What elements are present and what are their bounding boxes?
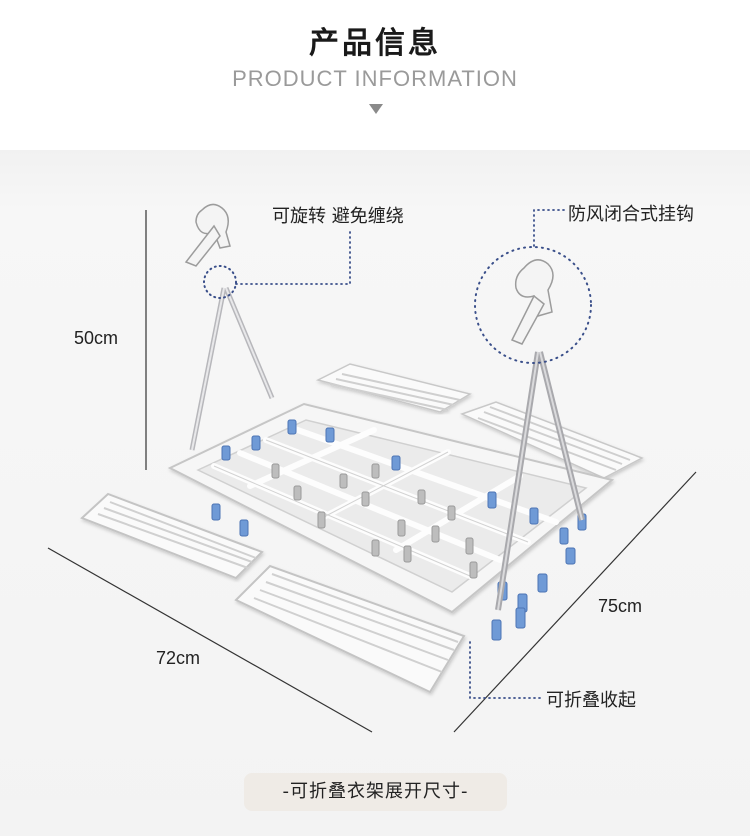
wing-front-right: [234, 564, 466, 694]
right-stand: [474, 246, 592, 611]
clips: [211, 419, 587, 641]
windproof-hook-highlight: [474, 246, 592, 364]
wing-front-left: [80, 492, 264, 580]
main-frame: [167, 402, 615, 614]
size-caption: -可折叠衣架展开尺寸-: [244, 773, 507, 811]
header: 产品信息 PRODUCT INFORMATION: [0, 0, 750, 148]
windproof-hook-label: 防风闭合式挂钩: [568, 204, 694, 225]
left-stand: [184, 203, 275, 451]
depth-label: 75cm: [598, 596, 643, 616]
depth-dimension-line: [453, 471, 697, 733]
page-subtitle: PRODUCT INFORMATION: [232, 66, 518, 91]
wing-back-left: [315, 363, 472, 413]
foldable-label: 可折叠收起: [546, 690, 636, 711]
height-label: 50cm: [74, 328, 119, 348]
leader-lines: [235, 209, 565, 699]
width-dimension-line: [47, 547, 373, 733]
rotate-hook-highlight: [203, 265, 237, 299]
rotate-hook-label: 可旋转 避免缠绕: [272, 206, 404, 227]
width-label: 72cm: [156, 648, 201, 668]
down-arrow-icon: [369, 104, 383, 114]
page-title: 产品信息: [309, 26, 441, 61]
